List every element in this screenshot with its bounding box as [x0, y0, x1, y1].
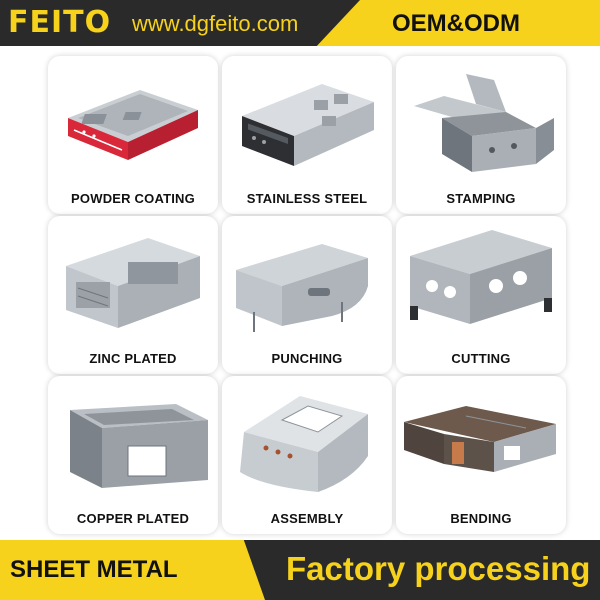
card-label: ZINC PLATED	[89, 351, 177, 366]
card-label: BENDING	[450, 511, 512, 526]
assembled-housing-image	[240, 396, 368, 492]
card-copper-plated[interactable]: COPPER PLATED	[48, 376, 218, 534]
card-bending[interactable]: BENDING	[396, 376, 566, 534]
card-stamping[interactable]: STAMPING	[396, 56, 566, 214]
card-label: CUTTING	[451, 351, 511, 366]
laser-cut-frame-image	[410, 230, 552, 324]
header-banner: FEITO www.dgfeito.com OEM&ODM	[0, 0, 600, 46]
brand-logo: FEITO	[8, 5, 112, 40]
punched-cover-image	[236, 244, 368, 332]
card-powder-coating[interactable]: POWDER COATING	[48, 56, 218, 214]
card-punching[interactable]: PUNCHING	[222, 216, 392, 374]
card-label: POWDER COATING	[71, 191, 195, 206]
footer-yellow-panel	[0, 540, 265, 600]
bent-enclosure-image	[404, 406, 556, 472]
sheet-metal-title: SHEET METAL	[10, 556, 178, 583]
card-label: STAMPING	[446, 191, 516, 206]
plated-box-image	[70, 404, 208, 488]
card-label: STAINLESS STEEL	[246, 191, 368, 206]
card-label: COPPER PLATED	[76, 511, 190, 526]
card-assembly[interactable]: ASSEMBLY	[222, 376, 392, 534]
zinc-plated-rack-case-image	[66, 238, 200, 328]
header-dark-panel	[0, 0, 360, 46]
card-cutting[interactable]: CUTTING	[396, 216, 566, 374]
stamped-bracket-image	[414, 74, 554, 172]
factory-processing-title: Factory processing	[286, 550, 591, 587]
oem-odm-tagline: OEM&ODM	[392, 10, 520, 37]
stainless-server-case-image	[242, 84, 374, 166]
footer-banner: SHEET METAL Factory processing	[0, 540, 600, 600]
website-link[interactable]: www.dgfeito.com	[132, 11, 299, 36]
powder-coated-chassis-image	[68, 90, 198, 160]
card-label: PUNCHING	[271, 351, 343, 366]
card-zinc-plated[interactable]: ZINC PLATED	[48, 216, 218, 374]
card-label: ASSEMBLY	[270, 511, 344, 526]
card-stainless-steel[interactable]: STAINLESS STEEL	[222, 56, 392, 214]
